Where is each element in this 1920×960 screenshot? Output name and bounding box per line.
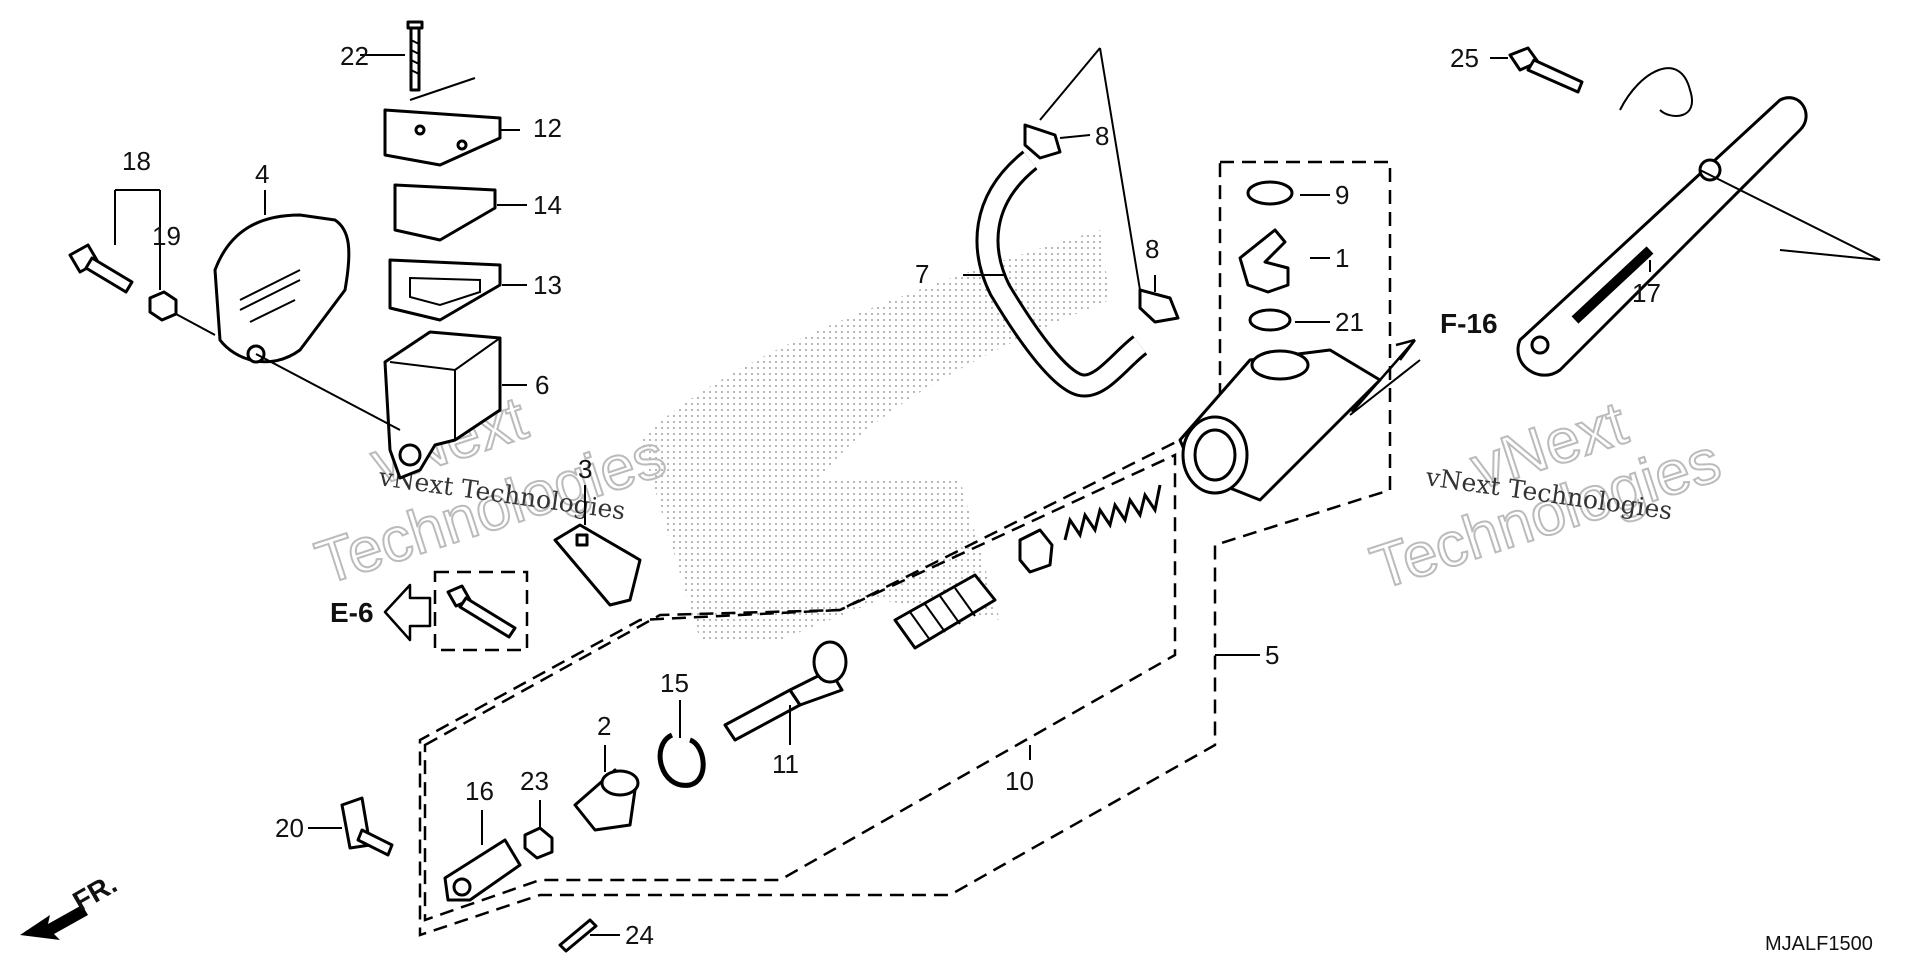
piston-cup: [893, 573, 997, 650]
part-14-diaphragm-plate: [393, 183, 497, 242]
callout-15: 15: [660, 668, 689, 698]
part-19-nut: [148, 290, 178, 322]
callout-13: 13: [533, 270, 562, 300]
part-20-pin: [340, 796, 394, 857]
callout-3: 3: [578, 454, 592, 484]
assembly-outline-10: [423, 453, 1177, 922]
f16-reference-arrow: [1351, 338, 1416, 413]
part-17-bracket-plate: [1516, 67, 1808, 377]
e6-reference-label: E-6: [330, 597, 374, 628]
callout-25: 25: [1450, 43, 1479, 73]
part-22-screw: [406, 20, 424, 92]
master-cylinder-body: [1178, 348, 1382, 502]
part-12-reservoir-cap: [383, 108, 502, 167]
callout-17: 17: [1632, 278, 1661, 308]
diagram-code: MJALF1500: [1765, 933, 1873, 955]
part-15-circlip: [657, 732, 706, 788]
part-3-bracket: [553, 523, 642, 607]
part-8-clip-upper: [1023, 123, 1062, 160]
part-21-o-ring: [1248, 308, 1292, 332]
e6-bolt-box: [433, 570, 529, 652]
callout-18: 18: [122, 146, 151, 176]
part-23-nut: [523, 826, 554, 860]
callout-4: 4: [255, 159, 269, 189]
part-9-ring: [1246, 180, 1294, 206]
callout-21: 21: [1335, 307, 1364, 337]
part-18-bolt: [68, 243, 134, 294]
background-logo: [640, 230, 1110, 640]
callout-20: 20: [275, 813, 304, 843]
part-2-boot: [573, 768, 640, 832]
callout-19: 19: [152, 221, 181, 251]
leader-lines: [114, 47, 1881, 936]
callout-16: 16: [465, 776, 494, 806]
callout-22: 22: [340, 41, 369, 71]
callout-14: 14: [533, 190, 562, 220]
callout-8-lower: 8: [1145, 234, 1159, 264]
part-8-clip-lower: [1138, 288, 1180, 324]
spring: [1063, 484, 1162, 541]
callout-1: 1: [1335, 243, 1349, 273]
part-1-joint: [1238, 228, 1290, 294]
callout-10: 10: [1005, 766, 1034, 796]
assembly-outline-5: [418, 160, 1392, 937]
part-24-cotter-pin: [558, 918, 598, 953]
part-25-bolt: [1508, 46, 1584, 94]
callout-5: 5: [1265, 640, 1279, 670]
callout-9: 9: [1335, 180, 1349, 210]
callout-8-upper: 8: [1095, 121, 1109, 151]
e6-reference-arrow: [383, 583, 432, 642]
callout-7: 7: [915, 259, 929, 289]
part-7-hose: [975, 150, 1148, 398]
part-13-diaphragm: [388, 258, 502, 322]
part-6-reservoir-body: [383, 330, 502, 480]
e6-bolt: [446, 584, 517, 639]
front-direction-arrow: [20, 905, 88, 940]
f16-reference-label: F-16: [1440, 308, 1498, 339]
spring-seat: [1018, 528, 1054, 574]
callout-23: 23: [520, 766, 549, 796]
callout-6: 6: [535, 370, 549, 400]
part-16-clevis: [443, 838, 522, 902]
part-11-push-rod: [723, 640, 848, 742]
callout-12: 12: [533, 113, 562, 143]
part-4-cover: [213, 213, 351, 364]
callout-2: 2: [597, 711, 611, 741]
callout-11: 11: [772, 749, 799, 779]
callout-24: 24: [625, 920, 654, 950]
